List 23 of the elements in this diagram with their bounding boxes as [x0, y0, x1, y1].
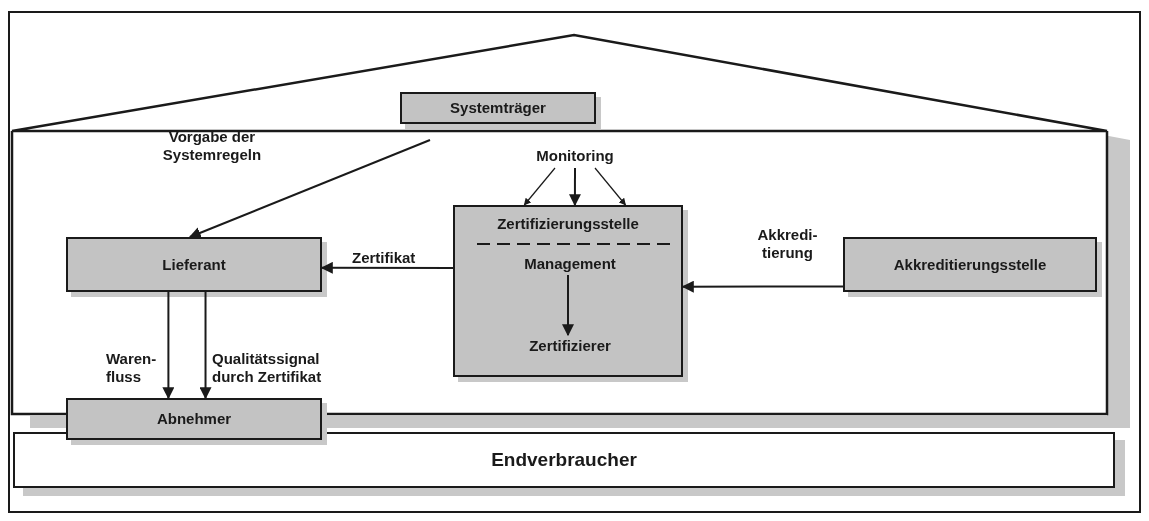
node-label: Zertifizierer	[529, 337, 611, 355]
box-label: Lieferant	[162, 255, 226, 274]
arrow	[594, 167, 627, 206]
arrow	[568, 167, 581, 207]
edge-label: Akkredi- tierung	[756, 226, 819, 262]
box-label: Zertifizierungsstelle	[497, 215, 639, 233]
node-label: Monitoring	[536, 146, 614, 165]
arrow	[162, 291, 175, 400]
arrow	[320, 261, 454, 274]
edge-label: Vorgabe der Systemregeln	[161, 128, 263, 164]
box-label: Abnehmer	[156, 410, 232, 428]
arrow	[562, 274, 574, 337]
arrow	[188, 139, 431, 239]
arrow	[523, 167, 556, 206]
edge-label: Qualitätssignal durch Zertifikat	[212, 350, 323, 386]
box-label: Akkreditierungsstelle	[893, 255, 1047, 274]
arrow	[199, 291, 212, 400]
edge-label: Zertifikat	[352, 249, 416, 267]
box-label: Systemträger	[450, 99, 546, 117]
arrow	[681, 280, 844, 293]
node-label: Management	[524, 255, 616, 273]
edge-label: Waren- fluss	[106, 350, 158, 386]
box-label: Endverbraucher	[491, 449, 637, 471]
